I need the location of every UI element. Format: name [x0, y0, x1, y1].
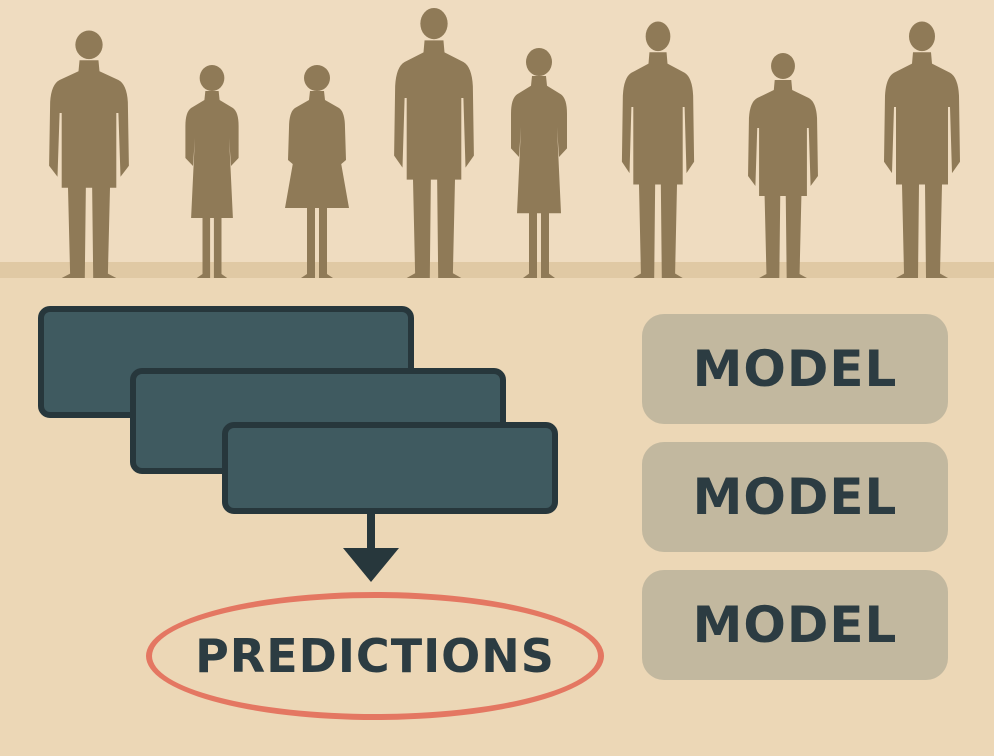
predictions-oval: PREDICTIONS: [146, 592, 604, 720]
person-silhouette-icon: [285, 65, 349, 278]
model-label: MODEL: [692, 340, 898, 398]
predictions-label: PREDICTIONS: [195, 629, 555, 683]
population-row: [49, 7, 960, 279]
person-silhouette-icon: [884, 21, 960, 279]
person-silhouette-icon: [621, 21, 695, 279]
model-label: MODEL: [692, 596, 898, 654]
person-silhouette-icon: [748, 53, 818, 278]
person-silhouette-icon: [49, 30, 129, 278]
data-stack-card-3: [222, 422, 558, 514]
model-box-1: MODEL: [642, 314, 948, 424]
ground-line: [0, 262, 994, 278]
model-label: MODEL: [692, 468, 898, 526]
population-band: [0, 0, 994, 268]
model-box-3: MODEL: [642, 570, 948, 680]
down-arrow-icon: [343, 514, 399, 582]
person-silhouette-icon: [185, 65, 239, 278]
person-silhouette-icon: [511, 47, 567, 278]
person-silhouette-icon: [394, 7, 474, 278]
model-box-2: MODEL: [642, 442, 948, 552]
